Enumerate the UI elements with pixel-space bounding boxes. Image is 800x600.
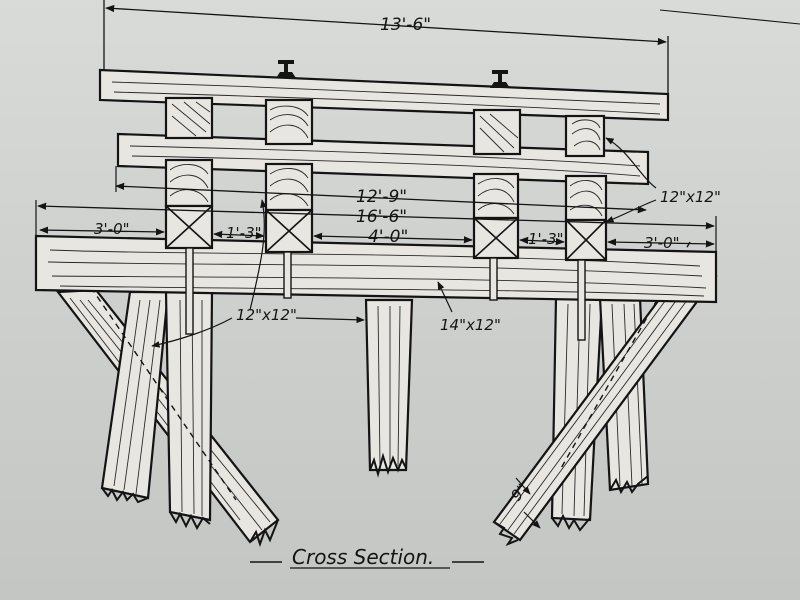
center-gap-label: 4'-0" [368,227,408,247]
left-cell-label: 1'-3" [226,224,262,242]
post-size-label: 12"x12" [236,306,297,324]
upper-block-4 [564,114,606,158]
right-overhang-label: 3'-0" [644,234,680,252]
stringer-span-label: 12'-9" [356,187,407,207]
right-cell-line [519,236,565,246]
center-pile [364,298,414,478]
overall-dimension-line [105,4,667,46]
left-pile-inner [164,290,214,531]
leader-cap [437,281,453,313]
leader-stringer-upper [605,137,657,189]
upper-block-3 [472,108,522,156]
top-beam [98,68,670,122]
leader-post-up [249,199,267,311]
left-rail [276,60,296,78]
upper-block-2 [264,98,314,146]
border-line [659,9,800,25]
right-cell-label: 1'-3" [528,230,564,248]
leader-brace-upper [515,477,531,495]
cap-length-label: 16'-6" [356,207,407,227]
upper-block-1 [164,96,214,140]
right-overhang-line [607,238,715,248]
drawing-caption: Cross Section. [292,545,434,569]
left-overhang-label: 3'-0" [94,220,130,238]
leader-brace-lower [523,511,541,529]
cap-length-line [37,202,715,230]
overall-width-label: 13'-6" [380,15,431,35]
leader-post-right [295,316,365,324]
cap-size-label: 14"x12" [440,316,501,334]
right-rail [490,70,510,88]
leader-stringer-lower [605,199,657,223]
center-gap-line [313,232,473,244]
left-brace-hidden-line [59,241,237,501]
left-overhang-line [39,226,165,236]
left-cell-line [213,230,265,240]
stringer-size-label: 12"x12" [660,188,721,206]
leader-post-left [151,317,233,348]
middle-sill [116,132,650,186]
